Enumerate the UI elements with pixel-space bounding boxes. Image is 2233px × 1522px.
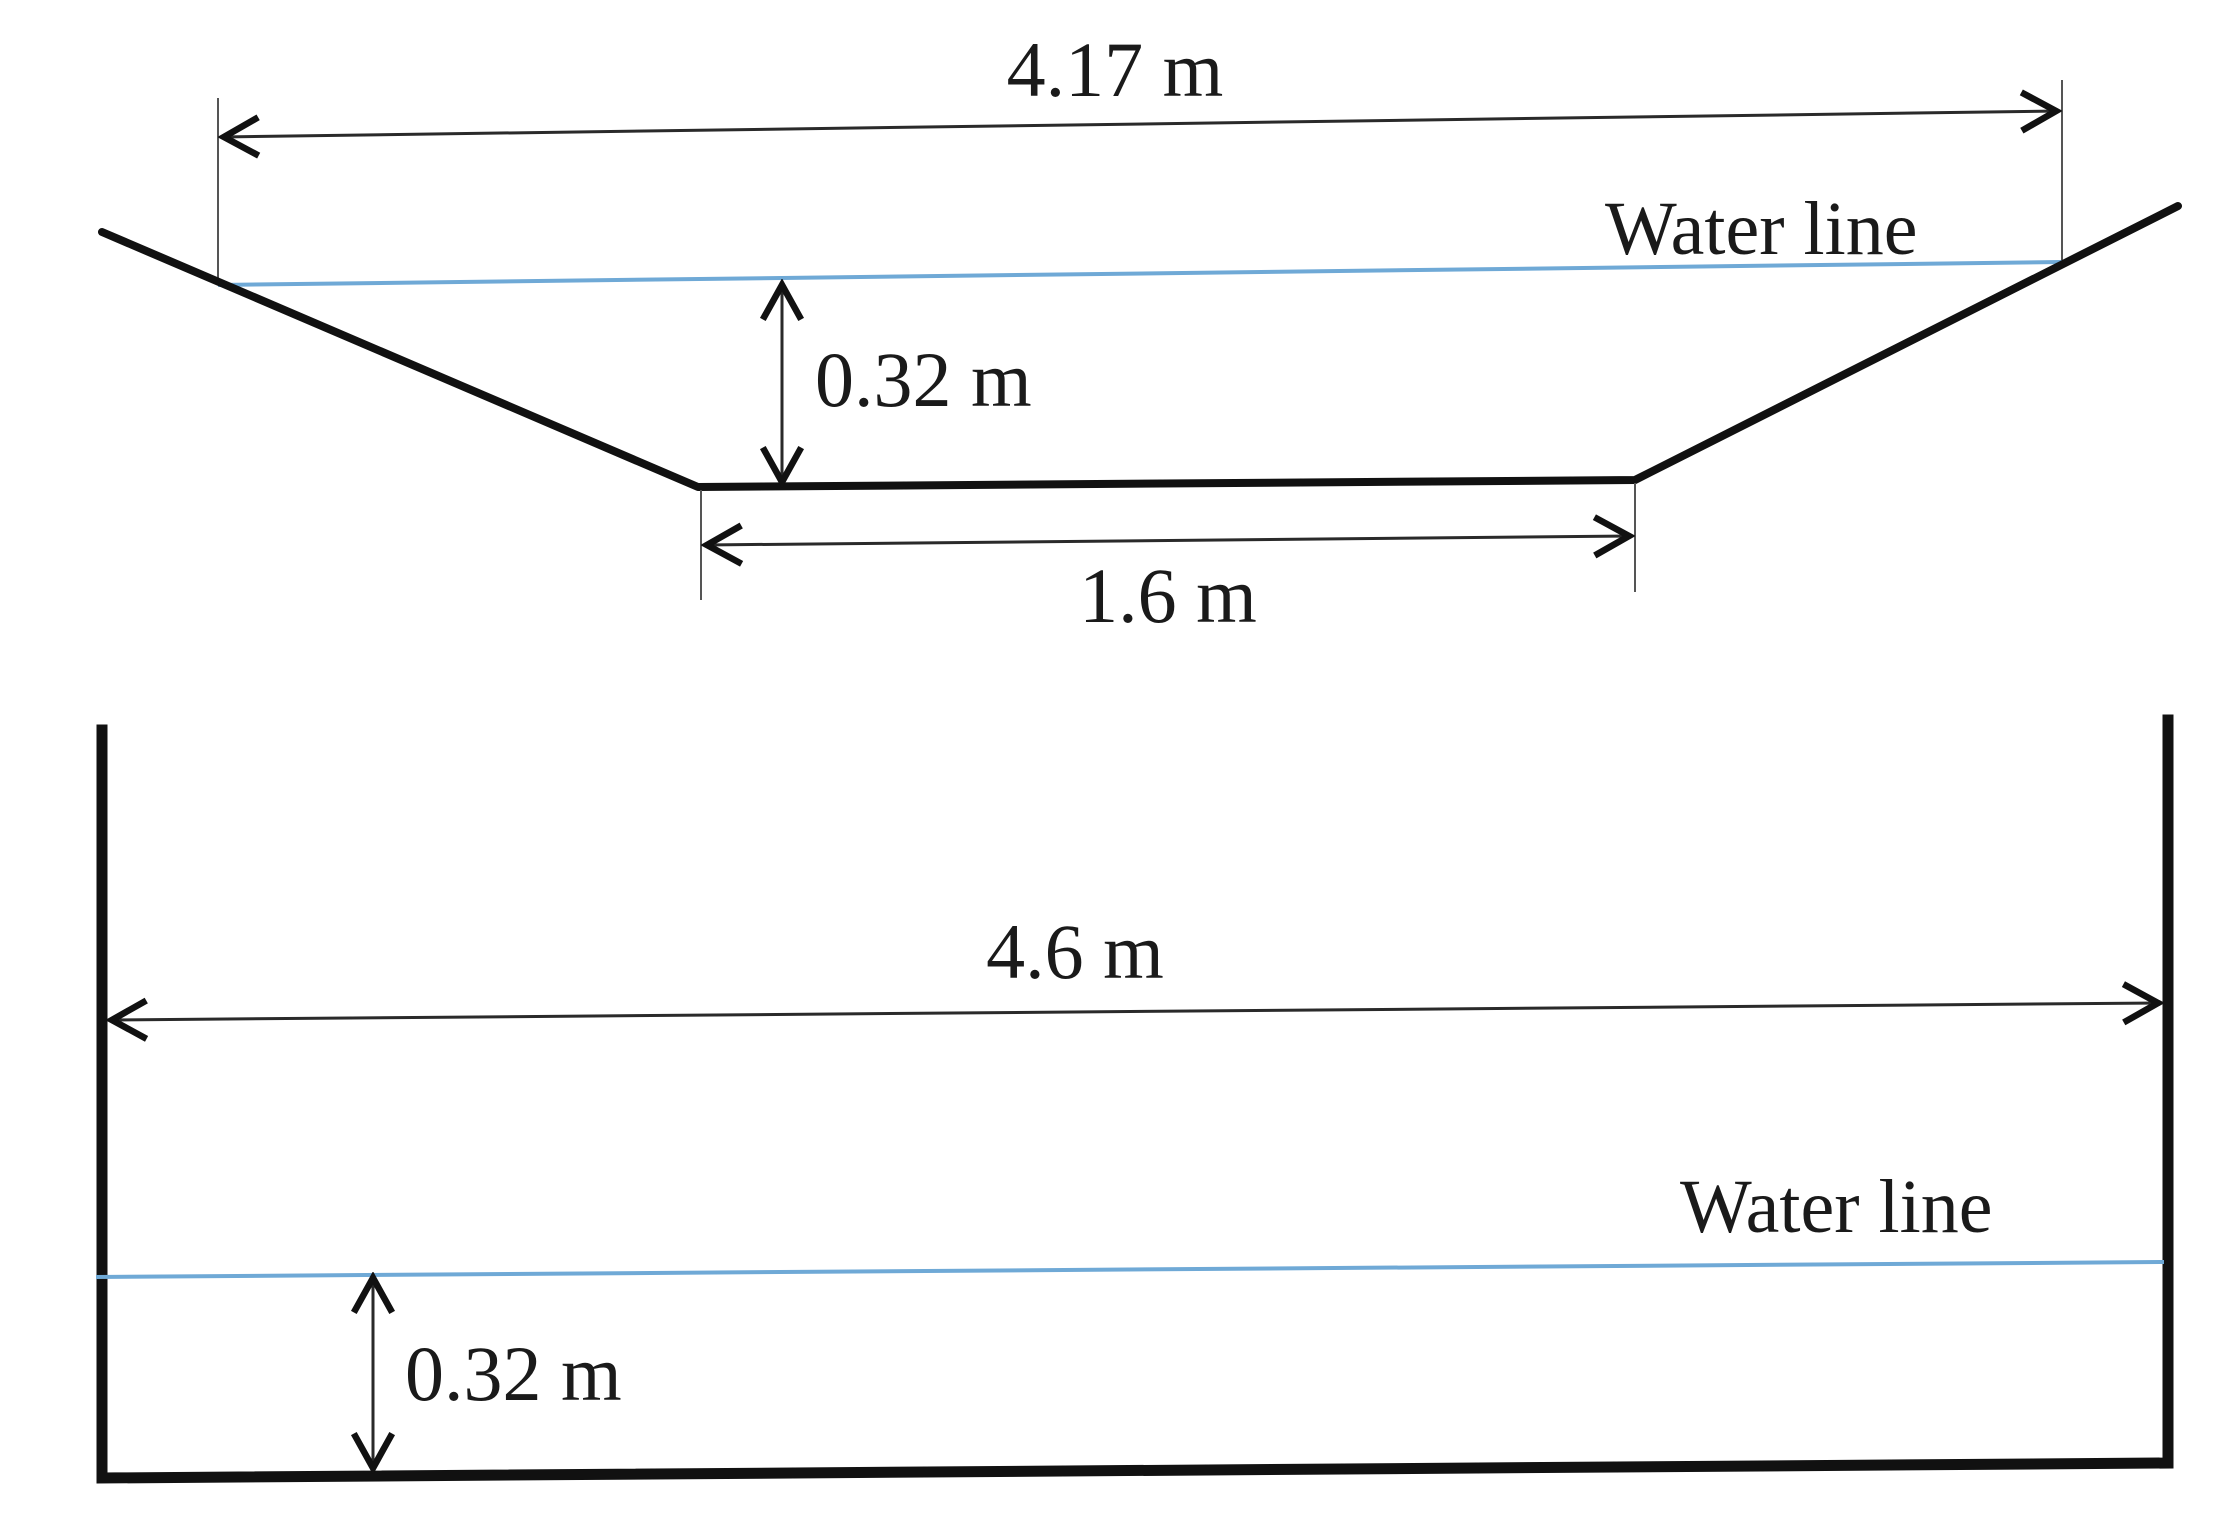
bottom-width-dimension-line xyxy=(705,536,1631,545)
trapezoidal-depth-label: 0.32 m xyxy=(815,336,1032,423)
rectangular-channel-outline xyxy=(96,714,2174,1484)
rectangular-water-line xyxy=(95,1260,2165,1279)
rectangular-water-line-label: Water line xyxy=(1680,1165,1993,1249)
trapezoidal-water-line-label: Water line xyxy=(1605,187,1918,271)
top-width-dimension-line xyxy=(222,111,2058,137)
rectangular-width-dimension-line xyxy=(110,1003,2160,1020)
trapezoidal-water-line xyxy=(217,260,2063,287)
rectangular-channel: 4.6 m Water line 0.32 m xyxy=(95,714,2174,1484)
rectangular-depth-label: 0.32 m xyxy=(405,1330,622,1417)
rectangular-width-label: 4.6 m xyxy=(986,908,1164,995)
trapezoidal-channel-outline xyxy=(98,202,2182,491)
bottom-width-label: 1.6 m xyxy=(1079,552,1257,639)
top-width-label: 4.17 m xyxy=(1007,26,1224,113)
trapezoidal-channel: 4.17 m Water line 0.32 m 1.6 m xyxy=(98,26,2182,639)
